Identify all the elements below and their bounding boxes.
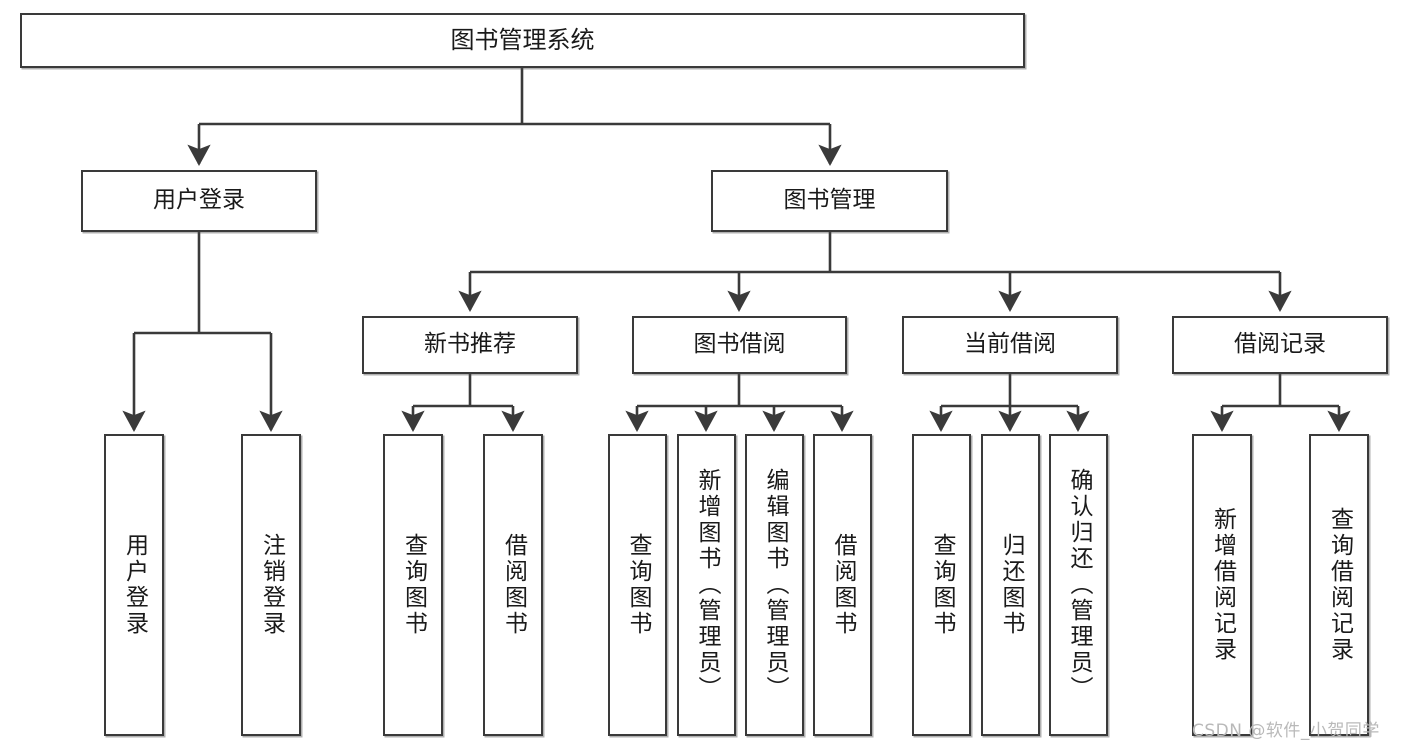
leaf-add-record-label: 新增借阅记录: [1209, 507, 1236, 663]
leaf-query-record-label: 查询借阅记录: [1326, 507, 1353, 663]
node-user-login-label: 用户登录: [153, 187, 245, 214]
leaf-borrow-book-1[interactable]: 借阅图书: [483, 434, 543, 736]
node-new-book-rec-label: 新书推荐: [424, 331, 516, 358]
leaf-add-record[interactable]: 新增借阅记录: [1192, 434, 1252, 736]
leaf-add-book[interactable]: 新增图书（管理员）: [677, 434, 736, 736]
node-book-borrow[interactable]: 图书借阅: [632, 316, 847, 374]
leaf-borrow-book-1-label: 借阅图书: [500, 533, 527, 637]
leaf-query-book-3[interactable]: 查询图书: [912, 434, 971, 736]
leaf-confirm-return[interactable]: 确认归还（管理员）: [1049, 434, 1108, 736]
node-book-manage-label: 图书管理: [783, 187, 876, 214]
leaf-query-book-3-label: 查询图书: [929, 533, 955, 637]
leaf-query-book-1[interactable]: 查询图书: [383, 434, 443, 736]
leaf-query-record[interactable]: 查询借阅记录: [1309, 434, 1369, 736]
leaf-add-book-label: 新增图书（管理员）: [694, 468, 720, 702]
node-borrow-record[interactable]: 借阅记录: [1172, 316, 1388, 374]
node-current-borrow-label: 当前借阅: [964, 331, 1056, 358]
leaf-logout-label: 注销登录: [258, 533, 285, 637]
node-borrow-record-label: 借阅记录: [1234, 331, 1326, 358]
node-root[interactable]: 图书管理系统: [20, 13, 1025, 68]
leaf-edit-book-label: 编辑图书（管理员）: [762, 468, 788, 702]
node-user-login[interactable]: 用户登录: [81, 170, 317, 232]
leaf-borrow-book-2[interactable]: 借阅图书: [813, 434, 872, 736]
leaf-query-book-1-label: 查询图书: [400, 533, 427, 637]
node-current-borrow[interactable]: 当前借阅: [902, 316, 1118, 374]
leaf-query-book-2[interactable]: 查询图书: [608, 434, 667, 736]
node-new-book-rec[interactable]: 新书推荐: [362, 316, 578, 374]
leaf-edit-book[interactable]: 编辑图书（管理员）: [745, 434, 804, 736]
leaf-confirm-return-label: 确认归还（管理员）: [1066, 468, 1092, 702]
leaf-query-book-2-label: 查询图书: [625, 533, 651, 637]
leaf-logout[interactable]: 注销登录: [241, 434, 301, 736]
csdn-watermark: CSDN @软件_小贺同学: [1192, 721, 1380, 741]
node-book-borrow-label: 图书借阅: [693, 331, 786, 358]
leaf-user-login-label: 用户登录: [121, 533, 148, 637]
leaf-borrow-book-2-label: 借阅图书: [830, 533, 856, 637]
node-root-label: 图书管理系统: [450, 26, 595, 55]
leaf-return-book[interactable]: 归还图书: [981, 434, 1040, 736]
leaf-user-login[interactable]: 用户登录: [104, 434, 164, 736]
leaf-return-book-label: 归还图书: [998, 533, 1024, 637]
node-book-manage[interactable]: 图书管理: [711, 170, 948, 232]
